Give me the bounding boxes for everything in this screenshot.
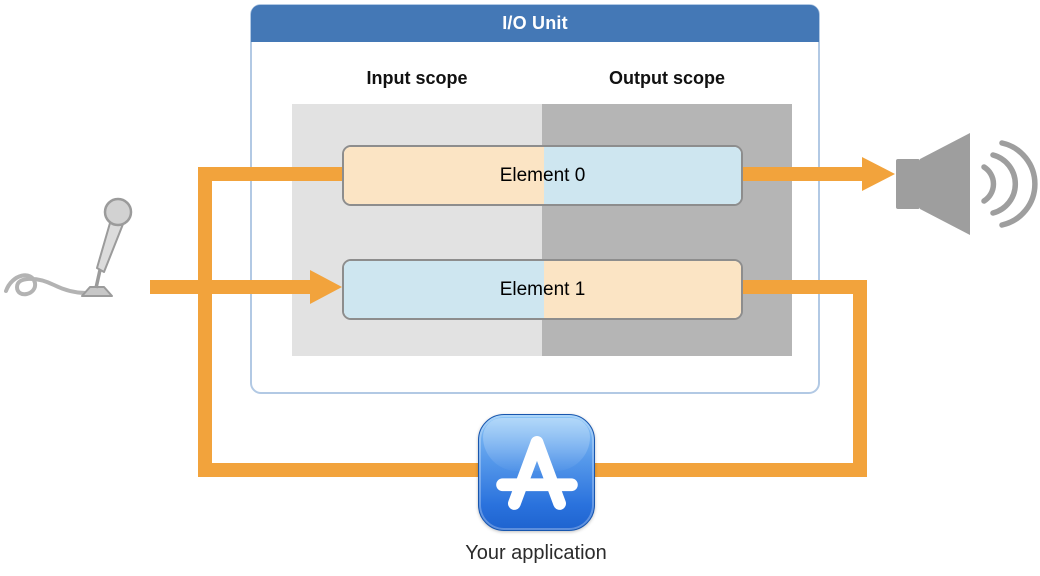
speaker-graphic (896, 133, 1038, 235)
app-icon-letter-a (496, 436, 578, 510)
io-unit-title-bar: I/O Unit (251, 5, 819, 42)
speaker-icon (890, 123, 1040, 253)
element-0-bar: Element 0 (342, 145, 743, 206)
app-a-right-leg (530, 436, 566, 510)
mic-body (96, 218, 126, 273)
input-scope-label: Input scope (366, 68, 468, 88)
io-unit-title: I/O Unit (502, 13, 568, 33)
speaker-driver (896, 159, 920, 209)
mic-base (81, 286, 113, 297)
mic-stand (94, 269, 102, 289)
speaker-horn (920, 133, 970, 235)
output-scope-label: Output scope (609, 68, 725, 88)
app-store-icon (478, 414, 595, 531)
mic-cable (4, 273, 88, 297)
application-label: Your application (465, 542, 607, 564)
sound-wave-1 (981, 164, 997, 204)
element-1-bar: Element 1 (342, 259, 743, 320)
element-0-label: Element 0 (499, 164, 586, 186)
io-unit-box: I/O Unit Input scope Output scope Elemen… (250, 4, 820, 394)
element-1-label: Element 1 (499, 278, 586, 300)
microphone-graphic (4, 197, 133, 297)
mic-head (103, 197, 133, 227)
sound-wave-2 (990, 152, 1019, 216)
sound-wave-3 (999, 140, 1038, 228)
microphone-icon (2, 192, 172, 312)
